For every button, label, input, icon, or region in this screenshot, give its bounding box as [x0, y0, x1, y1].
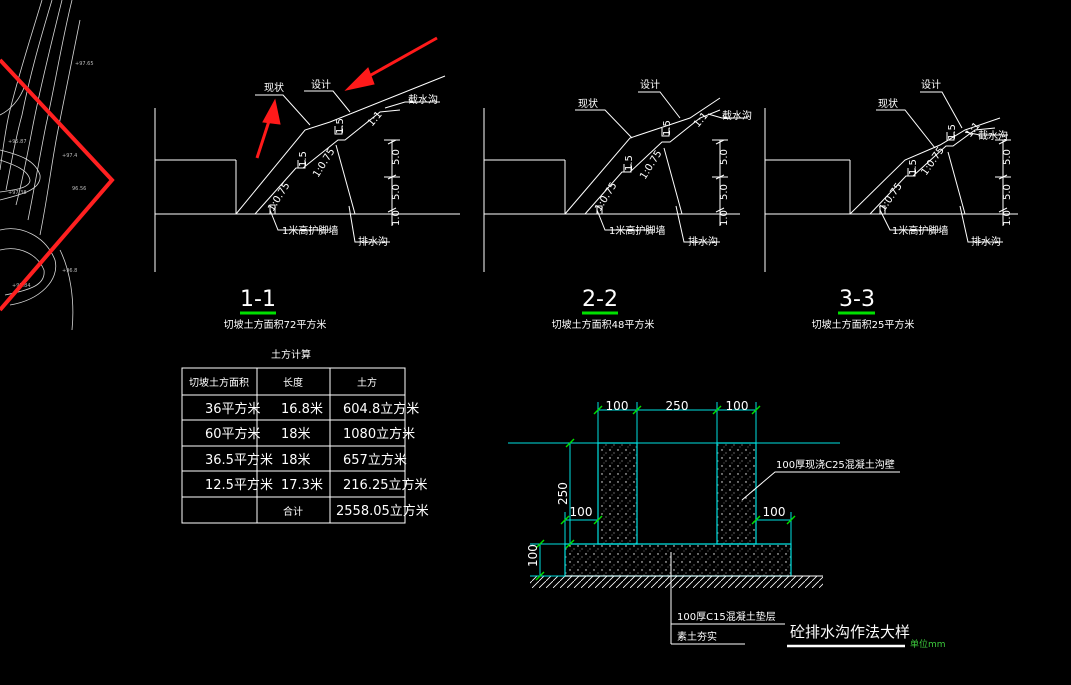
label-design: 设计 [921, 78, 941, 91]
table-total-value: 2558.05立方米 [336, 503, 429, 519]
svg-text:+97.38: +97.38 [8, 190, 27, 196]
dim-5-upper: 5.0 [1002, 149, 1013, 165]
detail-title: 砼排水沟作法大样 [790, 623, 910, 641]
table-total-label: 合计 [283, 505, 303, 518]
label-drain: 排水沟 [688, 235, 718, 248]
table-cell: 60平方米 [205, 426, 261, 442]
label-intercept-ditch: 截水沟 [722, 109, 752, 122]
label-existing: 现状 [264, 81, 284, 94]
label-ratio-top: 1:1 [366, 110, 385, 129]
compacted-soil-hatch [530, 576, 823, 588]
contour-map-fragment [0, 0, 80, 330]
red-boundary-line [0, 60, 112, 310]
table-cell: 18米 [281, 427, 311, 442]
earthwork-table: 土方计算 切坡土方面积 长度 土方 36平方米 16.8米 604.8立方米 6… [182, 348, 429, 523]
dim-5-upper: 5.0 [391, 149, 402, 165]
label-toe-wall: 1米高护脚墙 [609, 224, 665, 237]
section-1-1 [155, 76, 460, 272]
label-bench-1: 1.5 [908, 159, 919, 175]
label-ratio-upper: 1:0.75 [919, 145, 946, 178]
section-3-3-labels: 现状 设计 截水沟 1米高护脚墙 排水沟 1:0.75 1:0.75 1:1 1… [877, 78, 1013, 248]
table-header-volume: 土方 [357, 376, 377, 389]
dim-1: 1.0 [391, 210, 402, 226]
section-caption-1-1: 切坡土方面积72平方米 [224, 318, 327, 331]
dim-channel-width: 250 [666, 399, 689, 413]
label-ratio-upper: 1:0.75 [638, 149, 664, 182]
label-ratio-lower: 1:0.75 [593, 181, 619, 214]
section-caption-2-2: 切坡土方面积48平方米 [552, 318, 655, 331]
svg-text:+97.65: +97.65 [75, 61, 94, 67]
arrow-head-icon [346, 68, 374, 90]
section-titles: 1-1 切坡土方面积72平方米 2-2 切坡土方面积48平方米 3-3 切坡土方… [224, 287, 915, 331]
dim-5-lower: 5.0 [719, 184, 730, 200]
unit-note: 单位mm [910, 638, 946, 650]
label-bench-1: 1.5 [624, 155, 635, 171]
table-cell: 36平方米 [205, 401, 261, 417]
section-2-2-labels: 现状 设计 截水沟 1米高护脚墙 排水沟 1:0.75 1:0.75 1:1 1… [578, 78, 752, 248]
table-cell: 1080立方米 [343, 426, 415, 442]
label-bench-2: 1.5 [662, 120, 673, 136]
section-1-1-labels: 现状 设计 截水沟 1米高护脚墙 排水沟 1:0.75 1:0.75 1:1 1… [264, 78, 438, 248]
label-toe-wall: 1米高护脚墙 [892, 224, 948, 237]
dim-inner-left: 100 [570, 505, 593, 519]
section-2-2 [484, 92, 748, 272]
red-annotation-arrows [257, 38, 437, 158]
svg-text:+96.8: +96.8 [62, 268, 77, 274]
label-drain: 排水沟 [358, 235, 388, 248]
section-title-1-1: 1-1 [240, 287, 276, 312]
table-cell: 16.8米 [281, 402, 323, 417]
label-wall-concrete: 100厚现浇C25混凝土沟壁 [776, 458, 895, 471]
dim-1: 1.0 [1002, 210, 1013, 226]
label-ratio-lower: 1:0.75 [877, 181, 904, 214]
drain-left-wall [598, 443, 637, 544]
svg-text:+95.87: +95.87 [8, 139, 27, 145]
label-ratio-top: 1:1 [692, 111, 711, 130]
dim-5-lower: 5.0 [391, 184, 402, 200]
table-title: 土方计算 [271, 348, 311, 361]
table-cell: 657立方米 [343, 452, 407, 468]
dim-wall-right: 100 [726, 399, 749, 413]
drain-base-slab [565, 544, 791, 576]
dim-wall-left: 100 [606, 399, 629, 413]
dim-base-thickness: 100 [526, 544, 540, 567]
arrow-head-icon [263, 100, 280, 124]
label-design: 设计 [640, 78, 660, 91]
label-bench-2: 1.5 [947, 124, 958, 140]
section-3-3 [765, 92, 1018, 272]
table-header-area: 切坡土方面积 [189, 376, 249, 389]
dim-1: 1.0 [719, 210, 730, 226]
dim-inner-right: 100 [763, 505, 786, 519]
section-caption-3-3: 切坡土方面积25平方米 [812, 318, 915, 331]
table-cell: 604.8立方米 [343, 401, 419, 417]
section-title-3-3: 3-3 [839, 287, 875, 312]
label-bench-2: 1.5 [335, 118, 346, 134]
table-cell: 17.3米 [281, 478, 323, 493]
label-toe-wall: 1米高护脚墙 [282, 224, 338, 237]
label-drain: 排水沟 [971, 235, 1001, 248]
dim-5-upper: 5.0 [719, 149, 730, 165]
label-base-concrete: 100厚C15混凝土垫层 [677, 610, 776, 623]
table-header-length: 长度 [283, 376, 303, 389]
drain-detail: 100 250 100 250 100 100 100 100厚现浇C25混凝土… [508, 399, 946, 650]
label-bench-1: 1.5 [298, 151, 309, 167]
dim-wall-height: 250 [556, 482, 570, 505]
label-compacted-soil: 素土夯实 [677, 630, 717, 643]
svg-text:+97.4: +97.4 [62, 153, 77, 159]
label-intercept-ditch: 截水沟 [408, 93, 438, 106]
section-title-2-2: 2-2 [582, 287, 618, 312]
label-intercept-ditch: 截水沟 [978, 129, 1008, 142]
label-design: 设计 [311, 78, 331, 91]
table-cell: 216.25立方米 [343, 477, 428, 493]
label-ratio-upper: 1:0.75 [311, 147, 337, 180]
svg-text:96.56: 96.56 [72, 186, 86, 192]
table-cell: 18米 [281, 453, 311, 468]
table-cell: 12.5平方米 [205, 477, 273, 493]
dim-5-lower: 5.0 [1002, 184, 1013, 200]
label-existing: 现状 [578, 97, 598, 110]
label-existing: 现状 [878, 97, 898, 110]
table-cell: 36.5平方米 [205, 452, 273, 468]
